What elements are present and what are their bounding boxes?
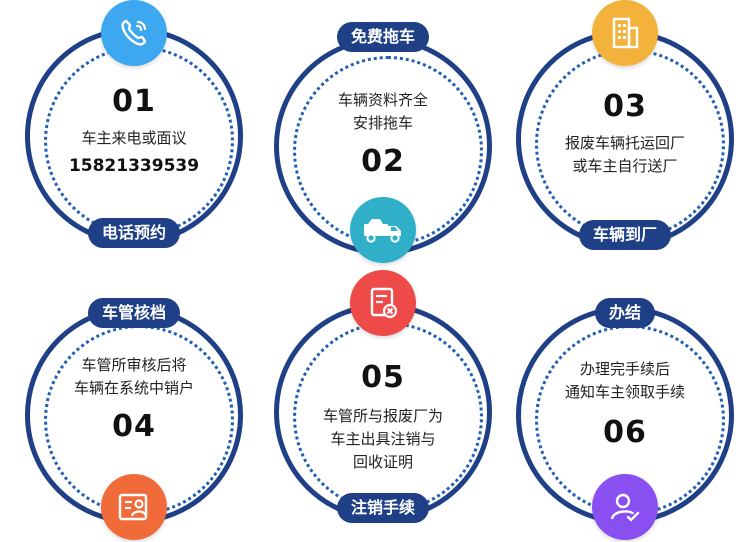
step-content: 03 报废车辆托运回厂 或车主自行送厂 bbox=[536, 90, 714, 178]
step-number: 06 bbox=[603, 415, 647, 450]
step-label-02: 免费拖车 bbox=[336, 22, 430, 52]
step-text-line: 安排拖车 bbox=[352, 114, 413, 132]
step-text-line: 车主来电或面议 bbox=[81, 129, 187, 147]
phone-number: 15821339539 bbox=[68, 156, 200, 176]
step-text-line: 车管所与报废厂为 bbox=[322, 407, 443, 425]
step-text-line: 车辆在系统中销户 bbox=[73, 379, 194, 397]
tow-truck-icon bbox=[350, 197, 416, 263]
step-text-line: 车主出具注销与 bbox=[330, 430, 436, 448]
step-number: 02 bbox=[361, 144, 405, 179]
step-label-04: 车管核档 bbox=[87, 298, 181, 328]
step-text-line: 办理完手续后 bbox=[579, 360, 670, 378]
step-text-line: 通知车主领取手续 bbox=[564, 383, 685, 401]
user-check-icon bbox=[592, 474, 658, 540]
step-card-05: 05 车管所与报废厂为 车主出具注销与 回收证明 bbox=[274, 303, 492, 521]
step-number: 05 bbox=[361, 360, 405, 395]
step-ring bbox=[274, 303, 492, 521]
id-card-icon bbox=[101, 474, 167, 540]
step-content: 05 车管所与报废厂为 车主出具注销与 回收证明 bbox=[294, 361, 472, 474]
document-cancel-icon bbox=[350, 270, 416, 336]
phone-icon bbox=[101, 0, 167, 66]
step-ring bbox=[516, 30, 734, 248]
step-label-03: 车辆到厂 bbox=[578, 220, 672, 250]
step-content: 车管所审核后将 车辆在系统中销户 04 bbox=[45, 354, 223, 444]
step-number: 04 bbox=[112, 409, 156, 444]
step-text-line: 回收证明 bbox=[352, 453, 413, 471]
step-number: 03 bbox=[603, 89, 647, 124]
step-label-01: 电话预约 bbox=[87, 218, 181, 248]
step-label-06: 办结 bbox=[594, 298, 656, 328]
step-text-line: 车管所审核后将 bbox=[81, 356, 187, 374]
step-number: 01 bbox=[112, 84, 156, 119]
step-label-05: 注销手续 bbox=[336, 493, 430, 523]
building-icon bbox=[592, 0, 658, 66]
step-card-03: 03 报废车辆托运回厂 或车主自行送厂 bbox=[516, 30, 734, 248]
step-text-line: 车辆资料齐全 bbox=[337, 91, 428, 109]
step-content: 01 车主来电或面议 15821339539 bbox=[45, 85, 223, 178]
step-content: 办理完手续后 通知车主领取手续 06 bbox=[536, 358, 714, 450]
step-text-line: 或车主自行送厂 bbox=[572, 157, 678, 175]
step-text-line: 报废车辆托运回厂 bbox=[564, 134, 685, 152]
step-content: 车辆资料齐全 安排拖车 02 bbox=[294, 89, 472, 179]
